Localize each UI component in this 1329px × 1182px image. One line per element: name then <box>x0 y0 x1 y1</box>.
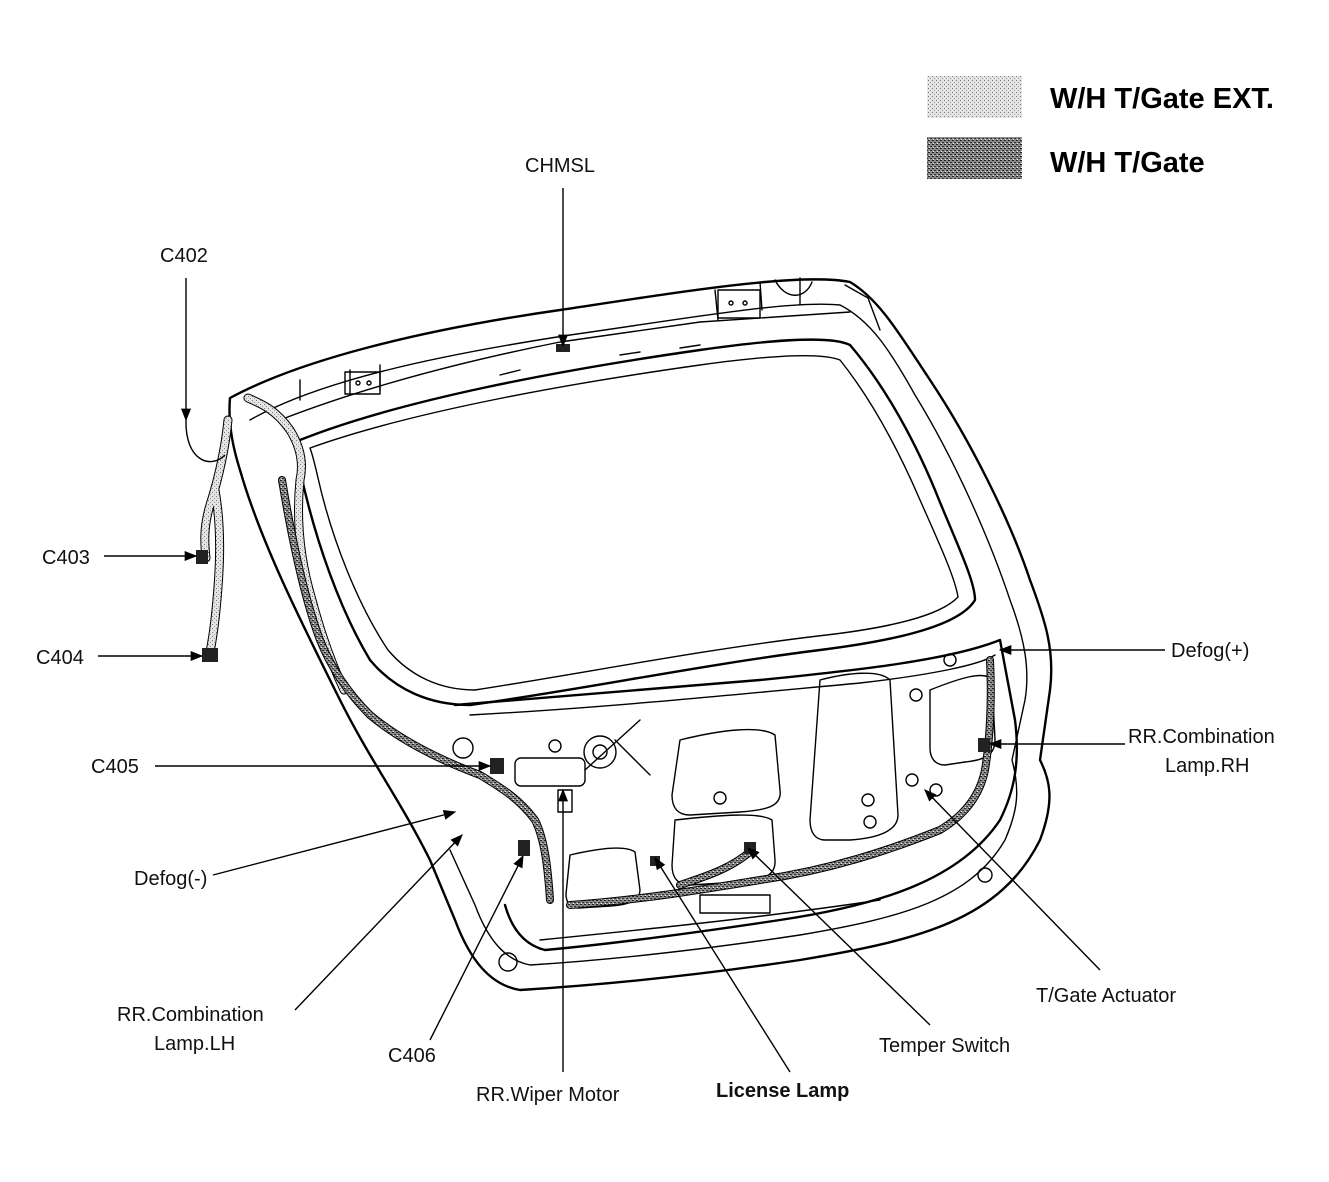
label-temper-switch: Temper Switch <box>879 1035 1010 1057</box>
label-c402: C402 <box>160 245 208 267</box>
connector-c403 <box>196 550 208 564</box>
label-rr-wiper-motor: RR.Wiper Motor <box>476 1084 620 1106</box>
connector-c405 <box>490 758 504 774</box>
label-defog-plus: Defog(+) <box>1171 640 1249 662</box>
callout-labels: CHMSL C402 C403 C404 C405 Defog(-) RR.Co… <box>36 155 1275 1106</box>
connector-c404 <box>202 648 218 662</box>
label-rr-comb-rh-1: RR.Combination <box>1128 726 1275 748</box>
tailgate-drawing <box>228 277 1053 992</box>
legend-label-main: W/H T/Gate <box>1050 147 1205 179</box>
legend: W/H T/Gate EXT. W/H T/Gate <box>927 76 1274 179</box>
connector-rr-comb-rh <box>978 738 990 752</box>
label-license-lamp: License Lamp <box>716 1080 849 1102</box>
connector-chmsl <box>556 344 570 352</box>
label-c403: C403 <box>42 547 90 569</box>
connector-c406 <box>518 840 530 856</box>
label-c405: C405 <box>91 756 139 778</box>
label-defog-minus: Defog(-) <box>134 868 207 890</box>
leader-lines <box>98 188 1165 1073</box>
label-c404: C404 <box>36 647 84 669</box>
legend-label-ext: W/H T/Gate EXT. <box>1050 83 1274 115</box>
label-c406: C406 <box>388 1045 436 1067</box>
label-rr-comb-lh-1: RR.Combination <box>117 1004 264 1026</box>
legend-swatch-ext <box>927 76 1022 118</box>
connector-license-lamp <box>744 842 756 854</box>
legend-swatch-main <box>927 137 1022 179</box>
wiper-motor <box>514 719 651 813</box>
harness-ext <box>200 393 349 695</box>
harness-main <box>278 476 995 909</box>
label-chmsl: CHMSL <box>525 155 595 177</box>
connectors <box>196 344 990 866</box>
label-rr-comb-rh-2: Lamp.RH <box>1165 755 1249 777</box>
label-tgate-actuator: T/Gate Actuator <box>1036 985 1176 1007</box>
label-rr-comb-lh-2: Lamp.LH <box>154 1033 235 1055</box>
